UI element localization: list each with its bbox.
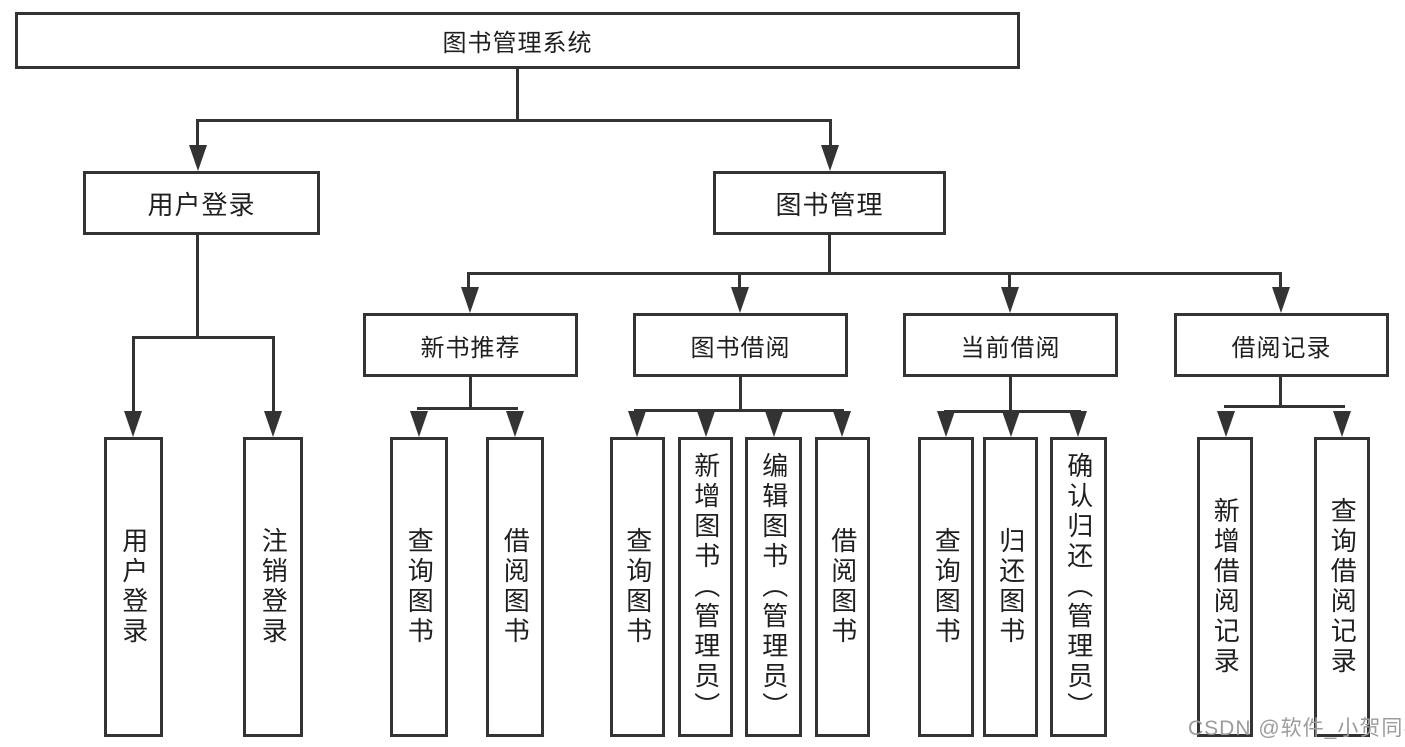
leaf-add-book-admin: 新增图书（管理员） (678, 437, 733, 737)
arrowhead-down-icon (506, 411, 524, 437)
leaf-borrow-book: 借阅图书 (815, 437, 870, 737)
leaf-recommend-query-book: 查询图书 (390, 437, 448, 737)
leaf-label: 归还图书 (995, 527, 1026, 647)
arrowhead-down-icon (410, 411, 428, 437)
leaf-label: 查询图书 (931, 527, 962, 647)
leaf-user-login: 用户登录 (104, 437, 163, 737)
leaf-return-book: 归还图书 (983, 437, 1038, 737)
connector-line (196, 119, 832, 122)
connector-line (467, 272, 470, 290)
node-book-management: 图书管理 (713, 171, 946, 235)
node-user-login: 用户登录 (83, 171, 320, 235)
connector-line (829, 119, 832, 149)
connector-line (1224, 405, 1345, 408)
connector-line (132, 336, 275, 339)
node-borrow-records: 借阅记录 (1174, 313, 1389, 377)
arrowhead-down-icon (189, 145, 207, 171)
connector-line (738, 272, 741, 290)
node-new-book-recommend: 新书推荐 (363, 313, 578, 377)
arrowhead-down-icon (1272, 287, 1290, 313)
connector-line (196, 235, 199, 339)
arrowhead-down-icon (731, 287, 749, 313)
leaf-edit-book-admin: 编辑图书（管理员） (745, 437, 802, 737)
leaf-label: 查询图书 (622, 527, 653, 647)
leaf-label: 注销登录 (258, 527, 289, 647)
watermark-text: CSDN @软件_小贺同学 (1188, 717, 1405, 740)
leaf-label: 新增图书（管理员） (690, 452, 721, 722)
leaf-label: 借阅图书 (827, 527, 858, 647)
connector-line (467, 272, 1282, 275)
leaf-confirm-return-admin: 确认归还（管理员） (1050, 437, 1107, 737)
connector-line (417, 407, 518, 410)
arrowhead-down-icon (937, 411, 955, 437)
node-book-borrow: 图书借阅 (633, 313, 848, 377)
leaf-label: 借阅图书 (500, 527, 531, 647)
leaf-current-query-book: 查询图书 (918, 437, 974, 737)
node-root-system: 图书管理系统 (15, 12, 1020, 69)
leaf-label: 编辑图书（管理员） (758, 452, 789, 722)
connector-line (132, 336, 135, 414)
leaf-label: 查询借阅记录 (1327, 497, 1358, 677)
leaf-label: 确认归还（管理员） (1063, 452, 1094, 722)
arrowhead-down-icon (1002, 411, 1020, 437)
leaf-label: 新增借阅记录 (1210, 497, 1241, 677)
leaf-borrow-query-book: 查询图书 (610, 437, 665, 737)
arrowhead-down-icon (124, 411, 142, 437)
connector-line (739, 377, 742, 412)
arrowhead-down-icon (1001, 287, 1019, 313)
arrowhead-down-icon (628, 411, 646, 437)
arrowhead-down-icon (833, 411, 851, 437)
arrowhead-down-icon (765, 411, 783, 437)
leaf-recommend-borrow-book: 借阅图书 (486, 437, 544, 737)
leaf-add-borrow-record: 新增借阅记录 (1197, 437, 1253, 737)
arrowhead-down-icon (264, 411, 282, 437)
leaf-logout: 注销登录 (243, 437, 303, 737)
arrowhead-down-icon (821, 145, 839, 171)
arrowhead-down-icon (461, 287, 479, 313)
leaf-query-borrow-record: 查询借阅记录 (1314, 437, 1370, 737)
leaf-label: 用户登录 (118, 527, 149, 647)
leaf-label: 查询图书 (404, 527, 435, 647)
connector-line (1279, 377, 1282, 408)
connector-line (1009, 377, 1012, 413)
arrowhead-down-icon (1333, 411, 1351, 437)
node-current-borrow: 当前借阅 (903, 313, 1118, 377)
connector-line (469, 377, 472, 410)
arrowhead-down-icon (1217, 411, 1235, 437)
connector-line (1008, 272, 1011, 290)
connector-line (634, 409, 844, 412)
connector-line (828, 235, 831, 275)
connector-line (516, 69, 519, 122)
arrowhead-down-icon (1069, 411, 1087, 437)
connector-line (196, 119, 199, 149)
arrowhead-down-icon (697, 411, 715, 437)
connector-line (1279, 272, 1282, 290)
connector-line (272, 336, 275, 414)
